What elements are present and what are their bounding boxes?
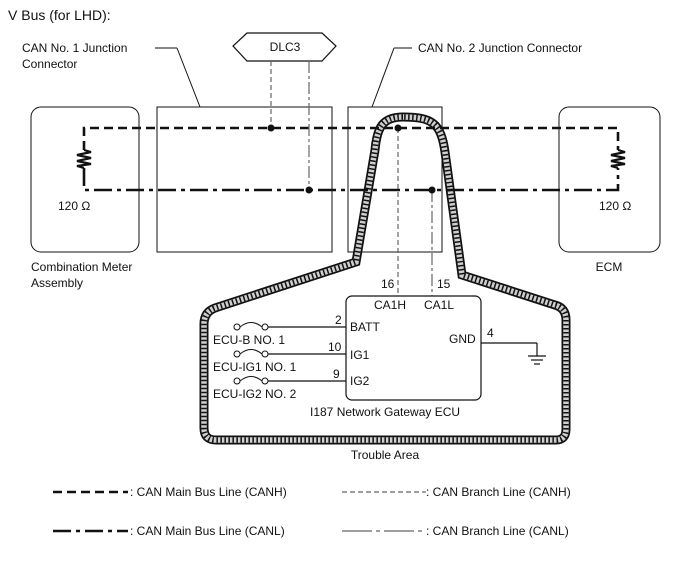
pin-ca1h-number: 16 xyxy=(381,277,395,291)
ecm-box xyxy=(558,106,661,253)
meter-label-line1: Combination Meter xyxy=(31,260,132,274)
jc1-leader-diag xyxy=(176,47,201,108)
pin-ig2-label: IG2 xyxy=(350,374,370,388)
pin-batt-label: BATT xyxy=(350,320,380,334)
junction-dot xyxy=(394,124,402,132)
ecm-resistor xyxy=(610,148,626,170)
jc1-box xyxy=(156,106,333,253)
jc2-leader-diag xyxy=(371,47,395,108)
jc1-label-line2: Connector xyxy=(22,57,77,71)
combination-meter-box xyxy=(30,106,140,253)
fuse-ecu-b-label: ECU-B NO. 1 xyxy=(213,333,285,347)
ecm-resistor-label: 120 Ω xyxy=(599,199,631,213)
fuse-ecu-ig2-label: ECU-IG2 NO. 2 xyxy=(213,387,297,401)
jc2-label: CAN No. 2 Junction Connector xyxy=(418,41,582,55)
dlc3-label: DLC3 xyxy=(270,40,301,54)
legend-main-canl: : CAN Main Bus Line (CANL) xyxy=(130,524,285,538)
legend: : CAN Main Bus Line (CANH) : CAN Branch … xyxy=(53,485,571,538)
ground-icon xyxy=(481,342,546,365)
pin-gnd-number: 4 xyxy=(487,326,494,340)
legend-branch-canl: : CAN Branch Line (CANL) xyxy=(426,524,569,538)
junction-dot xyxy=(428,186,436,194)
fuse-ecu-ig1-label: ECU-IG1 NO. 1 xyxy=(213,360,297,374)
trouble-area-boundary xyxy=(199,112,571,445)
diagram-title: V Bus (for LHD): xyxy=(8,7,111,23)
junction-dot xyxy=(267,124,275,132)
pin-gnd-label: GND xyxy=(449,332,476,346)
can-main-bus-canh xyxy=(82,126,620,150)
fuse-ecu-ig2 xyxy=(233,376,346,385)
meter-resistor xyxy=(76,148,92,170)
pin-batt-number: 2 xyxy=(335,313,342,327)
pin-ca1l-label: CA1L xyxy=(424,298,454,312)
jc1-label-line1: CAN No. 1 Junction xyxy=(22,41,127,55)
fuse-ecu-b xyxy=(233,322,346,331)
can-main-bus-canl xyxy=(82,168,620,192)
gateway-label: I187 Network Gateway ECU xyxy=(310,405,460,419)
legend-branch-canh: : CAN Branch Line (CANH) xyxy=(426,485,571,499)
pin-ca1h-label: CA1H xyxy=(374,298,406,312)
ecm-label: ECM xyxy=(596,260,623,274)
fuse-ecu-ig1 xyxy=(233,349,346,358)
trouble-area-label: Trouble Area xyxy=(351,448,420,462)
meter-resistor-label: 120 Ω xyxy=(58,199,90,213)
jc2-box xyxy=(347,106,443,253)
legend-main-canh: : CAN Main Bus Line (CANH) xyxy=(130,485,287,499)
pin-ig2-number: 9 xyxy=(333,367,340,381)
meter-label-line2: Assembly xyxy=(31,276,83,290)
pin-ca1l-number: 15 xyxy=(437,277,451,291)
junction-dot xyxy=(305,186,313,194)
dlc3-connector xyxy=(232,32,337,62)
gateway-ecu-box xyxy=(345,295,482,401)
pin-ig1-label: IG1 xyxy=(350,348,370,362)
pin-ig1-number: 10 xyxy=(328,340,342,354)
